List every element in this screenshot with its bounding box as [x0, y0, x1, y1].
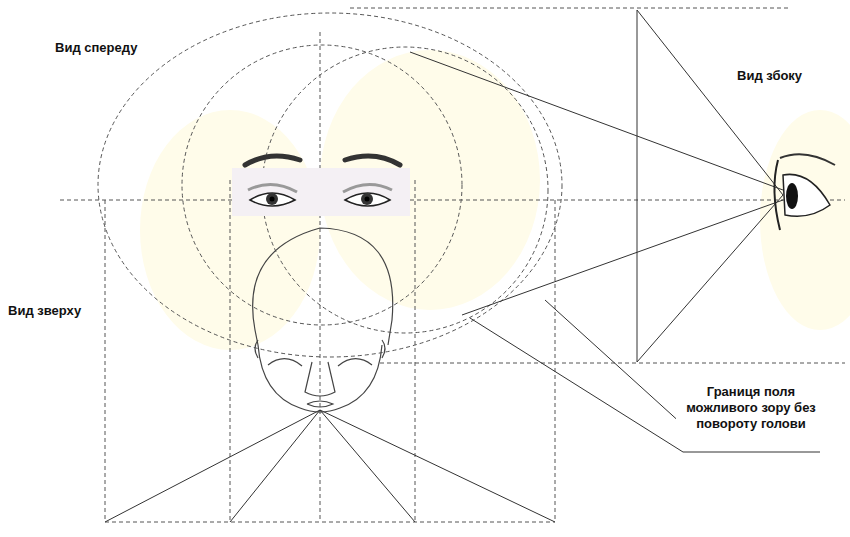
view-label: Вид спереду — [55, 40, 137, 55]
view-label: Вид зверху — [8, 303, 81, 318]
view-label: Вид збоку — [737, 68, 802, 83]
callout-note: Границя поля можливого зору без повороту… — [676, 384, 826, 432]
